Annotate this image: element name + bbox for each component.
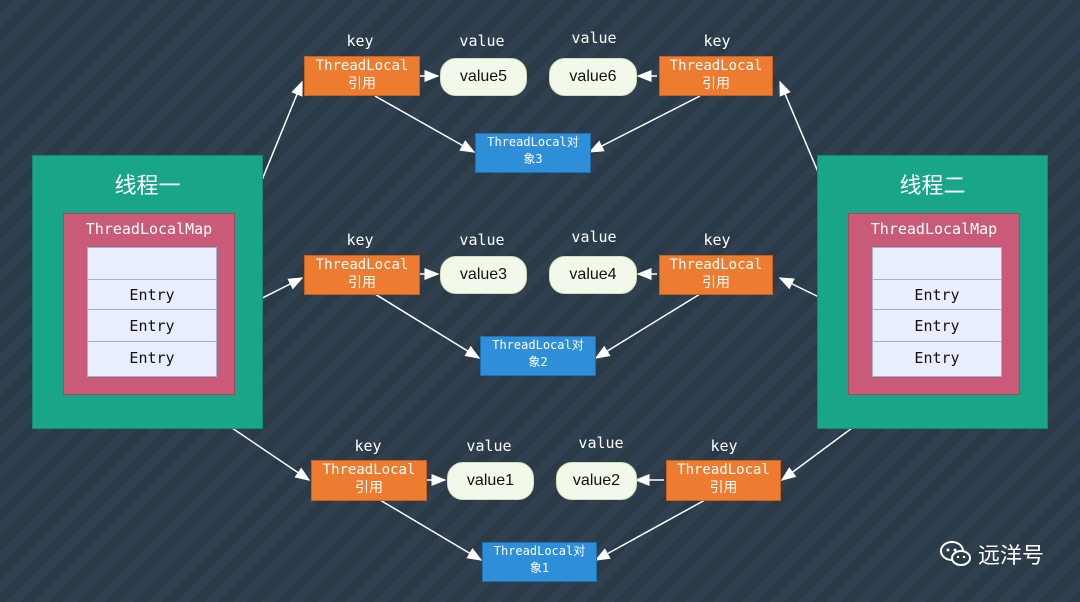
threadlocal-ref-box: ThreadLocal 引用 xyxy=(666,460,781,501)
entry-row: Entry xyxy=(873,309,1001,342)
threadlocal-object-box: ThreadLocal对 象3 xyxy=(475,133,591,173)
entry-row: Entry xyxy=(88,309,216,342)
arrow-ref5-obj3 xyxy=(374,95,476,153)
key-label: key xyxy=(710,437,738,455)
ref-line1: ThreadLocal xyxy=(322,462,416,478)
ref-line1: ThreadLocal xyxy=(677,462,770,478)
ref-line2: 引用 xyxy=(702,275,730,291)
threadlocal-ref-box: ThreadLocal 引用 xyxy=(659,56,773,96)
value-label: value xyxy=(459,231,505,249)
arrow-ref3-obj2 xyxy=(374,293,481,359)
ref-line1: ThreadLocal xyxy=(315,58,409,74)
value-label: value xyxy=(466,437,512,455)
object-line2: 象1 xyxy=(529,561,550,575)
object-line1: ThreadLocal对 xyxy=(492,338,584,352)
key-label: key xyxy=(346,231,374,249)
threadlocalmap-box: ThreadLocalMap Entry Entry Entry xyxy=(63,213,235,395)
object-line1: ThreadLocal对 xyxy=(493,544,586,558)
value-pill: value2 xyxy=(556,462,637,500)
threadlocal-ref-box: ThreadLocal 引用 xyxy=(304,56,420,96)
ref-line2: 引用 xyxy=(355,480,383,496)
arrow-ref6-obj3 xyxy=(588,95,701,153)
thread-two-box: 线程二 ThreadLocalMap Entry Entry Entry xyxy=(817,155,1048,429)
ref-line1: ThreadLocal xyxy=(669,257,763,273)
threadlocalmap-box: ThreadLocalMap Entry Entry Entry xyxy=(848,213,1020,395)
ref-line2: 引用 xyxy=(348,76,376,92)
threadlocal-ref-box: ThreadLocal 引用 xyxy=(304,255,420,295)
entry-row: Entry xyxy=(873,279,1001,310)
ref-line1: ThreadLocal xyxy=(669,58,763,74)
arrow-ref1-obj1 xyxy=(379,499,483,561)
wechat-icon xyxy=(939,541,971,566)
value-label: value xyxy=(578,434,624,452)
ref-line2: 引用 xyxy=(702,76,730,92)
object-line1: ThreadLocal对 xyxy=(487,135,579,149)
arrow-ref2-obj1 xyxy=(594,499,706,561)
value-pill: value5 xyxy=(440,58,527,96)
threadlocalmap-label: ThreadLocalMap xyxy=(85,220,213,238)
watermark: 远洋号 xyxy=(939,538,1044,570)
ref-line1: ThreadLocal xyxy=(315,257,409,273)
threadlocal-object-box: ThreadLocal对 象1 xyxy=(482,542,597,582)
value-pill: value1 xyxy=(447,462,534,500)
key-label: key xyxy=(346,32,374,50)
object-line2: 象2 xyxy=(528,355,548,369)
thread-title: 线程一 xyxy=(114,174,181,199)
value-pill: value6 xyxy=(549,58,637,96)
object-line2: 象3 xyxy=(523,152,543,166)
entry-row: Entry xyxy=(873,341,1001,375)
value-pill: value3 xyxy=(440,256,527,294)
value-pill: value4 xyxy=(549,256,637,294)
value-label: value xyxy=(459,32,505,50)
entry-row-empty xyxy=(873,247,1001,279)
key-label: key xyxy=(703,32,731,50)
threadlocal-ref-box: ThreadLocal 引用 xyxy=(659,255,773,295)
thread-title: 线程二 xyxy=(899,174,966,199)
entry-row-empty xyxy=(88,247,216,279)
entry-table: Entry Entry Entry xyxy=(87,247,217,377)
entry-table: Entry Entry Entry xyxy=(872,247,1002,377)
arrow-ref4-obj2 xyxy=(594,293,701,359)
threadlocalmap-label: ThreadLocalMap xyxy=(870,220,998,238)
key-label: key xyxy=(354,437,382,455)
entry-row: Entry xyxy=(88,341,216,375)
threadlocal-ref-box: ThreadLocal 引用 xyxy=(311,460,427,501)
threadlocal-object-box: ThreadLocal对 象2 xyxy=(480,336,596,376)
key-label: key xyxy=(703,231,731,249)
value-label: value xyxy=(571,29,617,47)
thread-one-box: 线程一 ThreadLocalMap Entry Entry Entry xyxy=(32,155,263,429)
ref-line2: 引用 xyxy=(709,480,738,496)
ref-line2: 引用 xyxy=(348,275,376,291)
value-label: value xyxy=(571,228,617,246)
entry-row: Entry xyxy=(88,279,216,310)
watermark-text: 远洋号 xyxy=(977,544,1044,569)
